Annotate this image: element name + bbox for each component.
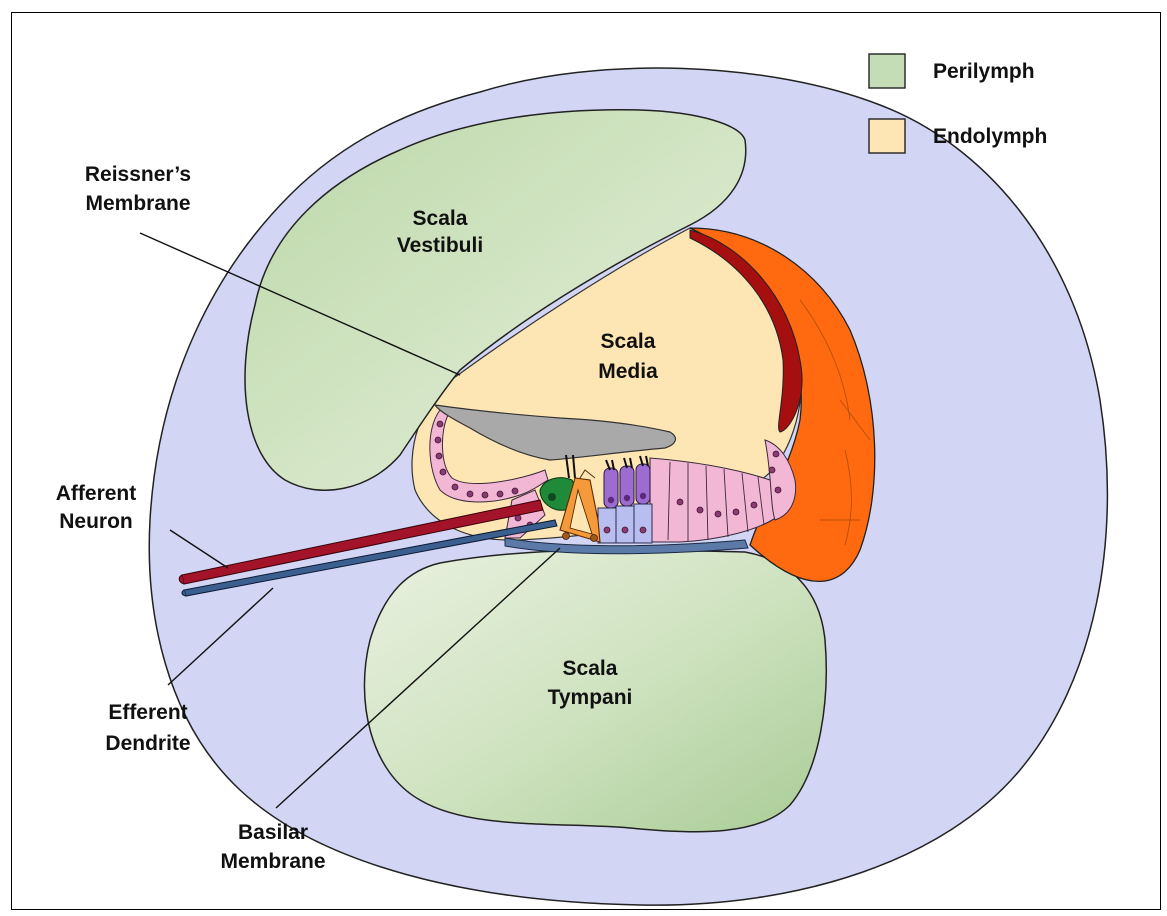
svg-text:Dendrite: Dendrite xyxy=(105,732,190,755)
efferent-dendrite-label: Efferent Dendrite xyxy=(105,701,190,755)
svg-text:Efferent: Efferent xyxy=(108,701,187,724)
legend-swatch-endolymph xyxy=(869,119,905,153)
svg-text:Reissner’s: Reissner’s xyxy=(85,163,191,186)
svg-text:Scala: Scala xyxy=(563,657,618,680)
deiters-cells xyxy=(598,504,652,543)
svg-text:Afferent: Afferent xyxy=(56,482,137,505)
legend-label-endolymph: Endolymph xyxy=(933,125,1047,148)
afferent-neuron-label: Afferent Neuron xyxy=(56,482,137,533)
outer-hair-cells xyxy=(604,464,650,508)
svg-text:Tympani: Tympani xyxy=(548,686,633,709)
legend-label-perilymph: Perilymph xyxy=(933,60,1035,83)
svg-text:Basilar: Basilar xyxy=(238,821,308,844)
svg-text:Membrane: Membrane xyxy=(220,850,325,873)
svg-text:Media: Media xyxy=(598,360,658,383)
svg-text:Neuron: Neuron xyxy=(59,510,133,533)
legend-swatch-perilymph xyxy=(869,54,905,88)
svg-text:Membrane: Membrane xyxy=(85,192,190,215)
svg-text:Scala: Scala xyxy=(601,330,656,353)
svg-text:Vestibuli: Vestibuli xyxy=(397,234,483,257)
reissners-membrane-label: Reissner’s Membrane xyxy=(85,163,191,215)
svg-text:Scala: Scala xyxy=(413,207,468,230)
